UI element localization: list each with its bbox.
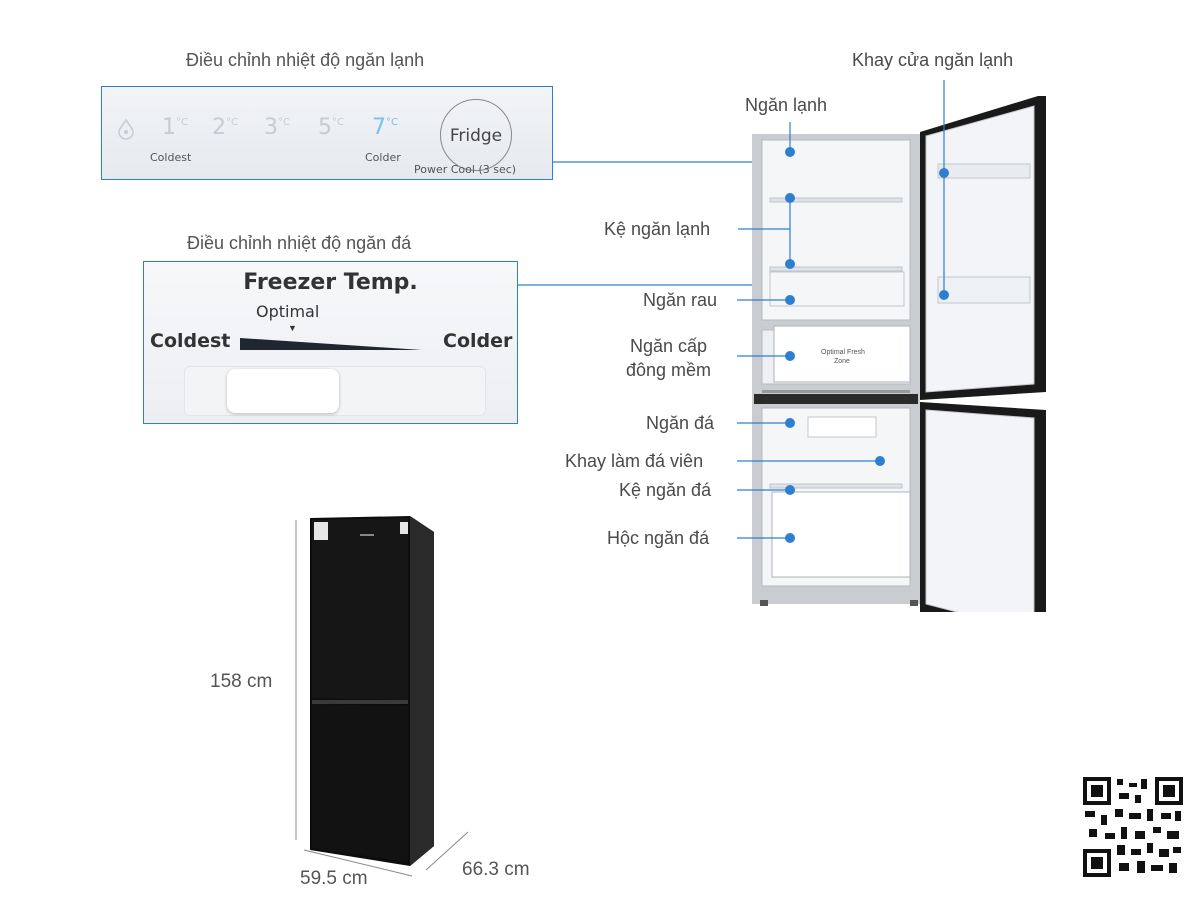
temperature-scale-wedge <box>240 338 422 350</box>
height-dimension: 158 cm <box>210 671 273 692</box>
temp-5c: 5°C <box>318 115 344 140</box>
qr-code <box>1083 777 1183 877</box>
freezer-slider-knob[interactable] <box>227 369 339 413</box>
closed-fridge-image <box>295 516 469 877</box>
optimal-marker-icon: ▼ <box>288 323 297 333</box>
fridge-button: Fridge <box>440 99 512 171</box>
depth-dimension: 66.3 cm <box>462 859 530 880</box>
freezer-control-title: Điều chỉnh nhiệt độ ngăn đá <box>187 233 412 253</box>
callout-freezer-drawer: Hộc ngăn đá <box>607 528 710 548</box>
freezer-temp-title: Freezer Temp. <box>243 270 418 295</box>
fridge-coldest-label: Coldest <box>150 151 192 164</box>
freezer-control-panel: Freezer Temp. Optimal ▼ Coldest Colder <box>143 261 518 424</box>
callout-freezer-shelf: Kệ ngăn đá <box>619 480 712 500</box>
fridge-control-title: Điều chỉnh nhiệt độ ngăn lạnh <box>186 50 425 70</box>
freezer-colder-label: Colder <box>443 330 513 352</box>
freezer-coldest-label: Coldest <box>150 330 231 352</box>
fridge-control-panel: 1°C 2°C 3°C 5°C 7°C Coldest Colder Fridg… <box>101 86 553 180</box>
power-cool-label: Power Cool (3 sec) <box>414 163 517 176</box>
open-fridge-image <box>752 96 1046 612</box>
fridge-colder-label: Colder <box>365 151 401 164</box>
callout-fridge: Ngăn lạnh <box>745 95 828 115</box>
optimal-label: Optimal <box>256 302 320 321</box>
freezer-slider-track[interactable] <box>184 366 486 416</box>
temp-7c: 7°C <box>372 115 398 140</box>
water-drop-icon <box>114 117 138 141</box>
width-dimension: 59.5 cm <box>300 868 368 889</box>
temp-2c: 2°C <box>212 115 238 140</box>
drawer-label-2: Zone <box>834 358 850 365</box>
callout-fridge-shelf: Kệ ngăn lạnh <box>604 219 711 239</box>
callout-soft-freeze-line2: đông mềm <box>626 360 712 380</box>
callout-freezer: Ngăn đá <box>646 413 715 433</box>
callout-soft-freeze-line1: Ngăn cấp <box>630 336 708 356</box>
callout-door-tray: Khay cửa ngăn lạnh <box>852 50 1014 70</box>
callout-veg-drawer: Ngăn rau <box>643 290 718 310</box>
temp-1c: 1°C <box>162 115 188 140</box>
drawer-label-1: Optimal Fresh <box>821 349 865 356</box>
callout-ice-tray: Khay làm đá viên <box>565 451 704 471</box>
temp-3c: 3°C <box>264 115 290 140</box>
